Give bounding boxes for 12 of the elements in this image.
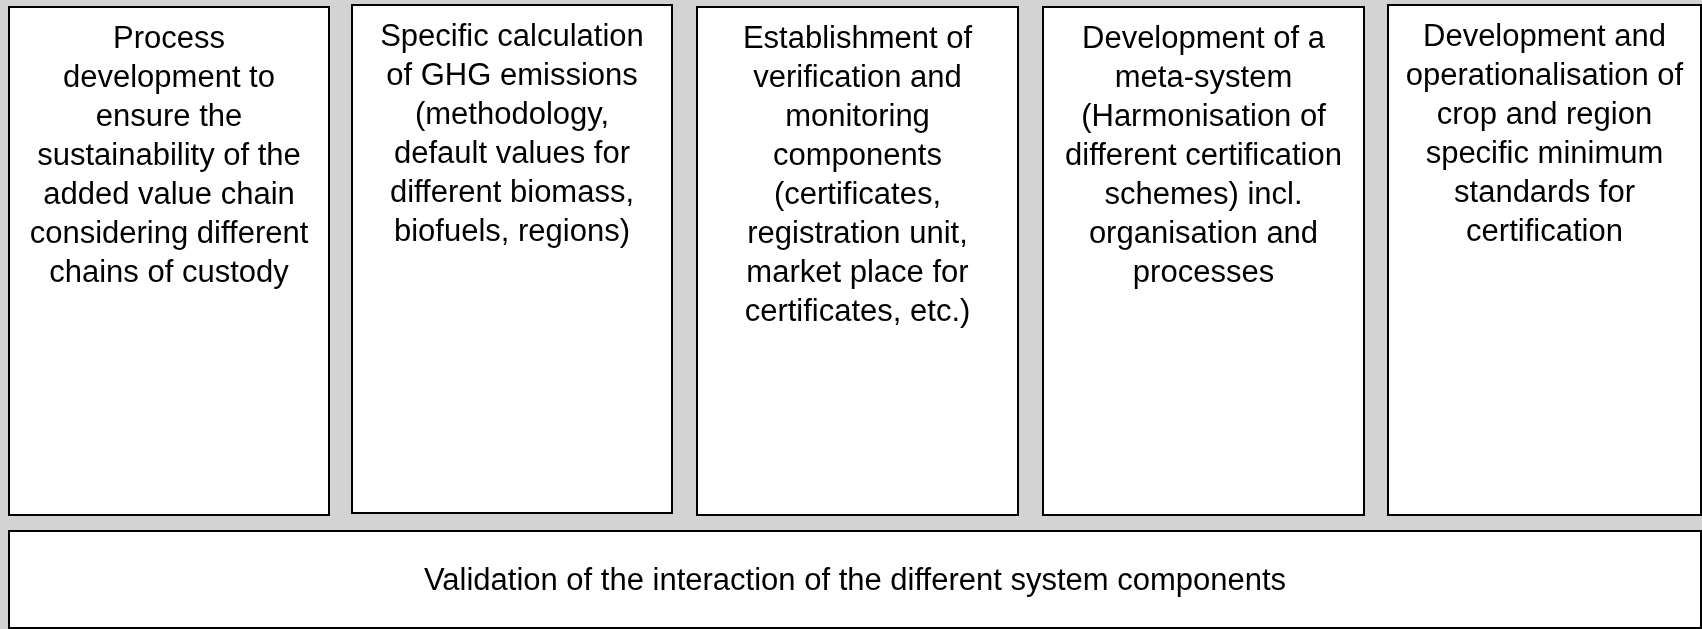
box-text: Process development to ensure the sustainability of the added value chain considering different chains of custody [28, 19, 310, 291]
box-text: Establishment of verification and monitoring components (certificates, registration unit, market place for certificates, etc.) [741, 19, 974, 330]
box-text: Development of a meta-system (Harmonisation of different certification schemes) incl. organisation and processes [1064, 19, 1343, 291]
text-box [1387, 4, 1702, 516]
text-box [696, 6, 1019, 516]
box-text: Development and operationalisation of crop and region specific minimum standards for certification [1404, 17, 1685, 250]
text-box [8, 530, 1702, 629]
box-text: Specific calculation of GHG emissions (methodology, default values for different biomass, biofuels, regions) [379, 17, 645, 250]
text-box [351, 4, 673, 514]
text-box [8, 6, 330, 516]
text-box [1042, 6, 1365, 516]
box-text: Validation of the interaction of the different system components [422, 561, 1288, 599]
